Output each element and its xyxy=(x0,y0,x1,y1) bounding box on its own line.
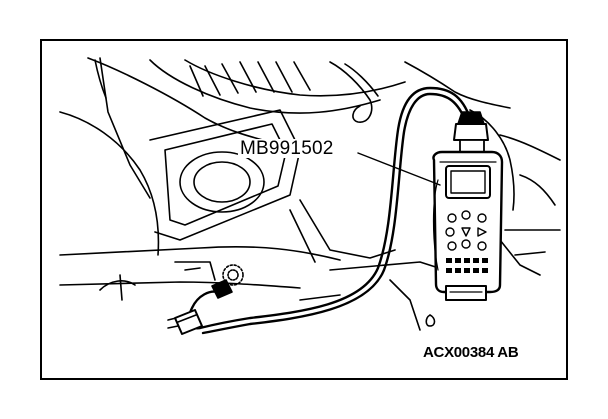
tool-leader-line xyxy=(357,152,441,186)
figure-frame xyxy=(40,39,568,380)
instrument-panel-lower xyxy=(59,57,561,331)
diagnosis-connector xyxy=(167,279,233,335)
tool-part-number-label: MB991502 xyxy=(238,138,336,159)
figure-code-label: ACX00384 AB xyxy=(421,344,521,361)
scan-tool-handset xyxy=(432,111,504,301)
